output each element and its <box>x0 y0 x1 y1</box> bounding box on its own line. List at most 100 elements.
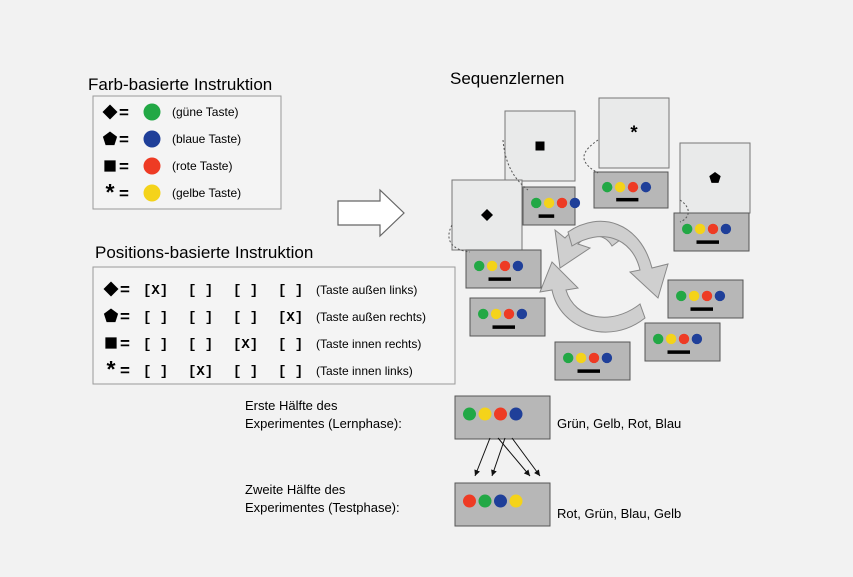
keyboard-panel <box>554 341 631 381</box>
position-slot: [ ] <box>278 364 303 380</box>
first-half-result: Grün, Gelb, Rot, Blau <box>557 416 681 431</box>
position-slot: [ ] <box>143 337 168 353</box>
position-slot: [ ] <box>188 310 213 326</box>
sequence-panels <box>465 171 750 381</box>
color-dot <box>143 157 161 175</box>
key-dot <box>665 333 677 345</box>
key-dot <box>627 181 639 193</box>
right-arrow-icon <box>337 188 405 238</box>
key-dot <box>512 260 524 272</box>
keyboard-panel <box>465 249 542 289</box>
pentagon-icon <box>103 308 119 323</box>
key-dot <box>478 494 492 508</box>
key-dot <box>490 308 502 320</box>
color-row-label: (gelbe Taste) <box>172 186 241 200</box>
color-dot <box>143 130 161 148</box>
position-slot: [ ] <box>188 283 213 299</box>
keyboard-panel <box>469 297 546 337</box>
pentagon-icon <box>709 172 721 183</box>
color-instruction-box <box>92 95 282 210</box>
diamond-icon <box>102 104 118 120</box>
key-dot <box>701 290 713 302</box>
key-dot <box>463 494 476 508</box>
keyboard-panel <box>673 212 750 252</box>
equals-sign: = <box>119 130 129 149</box>
color-row-label: (güne Taste) <box>172 105 239 119</box>
position-instruction-rows: = [X] [ ] [ ] [ ] (Taste außen links) = [ ] [ ] [… <box>103 280 426 382</box>
position-slot: [X] <box>143 283 168 299</box>
key-dot <box>676 290 687 302</box>
color-row-label: (blaue Taste) <box>172 132 241 146</box>
keyboard-panel <box>454 482 551 527</box>
key-dot <box>694 223 706 235</box>
position-slot: [X] <box>188 364 213 380</box>
diamond-icon <box>481 209 493 221</box>
key-dot <box>499 260 511 272</box>
diamond-icon <box>103 281 119 297</box>
key-dot <box>602 181 613 193</box>
position-row-label: (Taste innen links) <box>316 364 413 378</box>
position-slot: [X] <box>278 310 303 326</box>
equals-sign: = <box>120 361 130 380</box>
color-row-label: (rote Taste) <box>172 159 232 173</box>
key-dot <box>678 333 690 345</box>
equals-sign: = <box>119 157 129 176</box>
color-instruction-rows: =(güne Taste)=(blaue Taste)=(rote Taste)… <box>102 103 241 205</box>
square-icon <box>105 337 117 349</box>
key-dot <box>503 308 515 320</box>
position-slot: [ ] <box>233 310 258 326</box>
keyboard-panel <box>522 186 581 226</box>
second-half-label-2: Experimentes (Testphase): <box>245 500 400 515</box>
keyboard-panel <box>593 171 669 209</box>
cycle-arrows-icon <box>539 220 669 333</box>
key-dot <box>601 352 613 364</box>
keyboard-panel <box>454 395 551 440</box>
dashed-connectors <box>448 139 689 253</box>
stimulus-screen <box>504 110 576 182</box>
equals-sign: = <box>120 280 130 299</box>
stimulus-screen: * <box>598 97 670 169</box>
key-dot <box>516 308 528 320</box>
position-row-label: (Taste innen rechts) <box>316 337 421 351</box>
sequence-screens: * <box>451 97 751 251</box>
color-instruction-title: Farb-basierte Instruktion <box>88 75 272 94</box>
key-dot <box>563 352 574 364</box>
color-dot <box>143 184 161 202</box>
equals-sign: = <box>120 334 130 353</box>
key-dot <box>688 290 700 302</box>
key-dot <box>478 407 492 421</box>
position-row-label: (Taste außen links) <box>316 283 417 297</box>
position-slot: [ ] <box>188 337 213 353</box>
position-slot: [ ] <box>233 364 258 380</box>
key-dot <box>486 260 498 272</box>
position-row-label: (Taste außen rechts) <box>316 310 426 324</box>
key-dot <box>494 407 507 421</box>
key-dot <box>588 352 600 364</box>
keyboard-panel <box>644 322 721 362</box>
position-instruction-title: Positions-basierte Instruktion <box>95 243 313 262</box>
first-half-label-2: Experimentes (Lernphase): <box>245 416 402 431</box>
equals-sign: = <box>120 307 130 326</box>
key-dot <box>509 494 523 508</box>
key-dot <box>474 260 485 272</box>
position-slot: [X] <box>233 337 258 353</box>
position-slot: [ ] <box>278 283 303 299</box>
key-dot <box>556 197 568 209</box>
key-dot <box>509 407 523 421</box>
first-half-panel <box>454 395 551 440</box>
key-dot <box>640 181 652 193</box>
square-icon <box>104 160 116 172</box>
position-slot: [ ] <box>278 337 303 353</box>
stimulus-screen <box>679 142 751 214</box>
key-dot <box>463 407 476 421</box>
key-dot <box>569 197 581 209</box>
second-half-panel <box>454 482 551 527</box>
first-half-label-1: Erste Hälfte des <box>245 398 338 413</box>
stimulus-screen <box>451 179 523 251</box>
position-slot: [ ] <box>143 364 168 380</box>
second-half-result: Rot, Grün, Blau, Gelb <box>557 506 681 521</box>
pentagon-icon <box>102 131 118 146</box>
star-icon: * <box>105 179 115 205</box>
color-dot <box>143 103 161 121</box>
key-dot <box>653 333 664 345</box>
